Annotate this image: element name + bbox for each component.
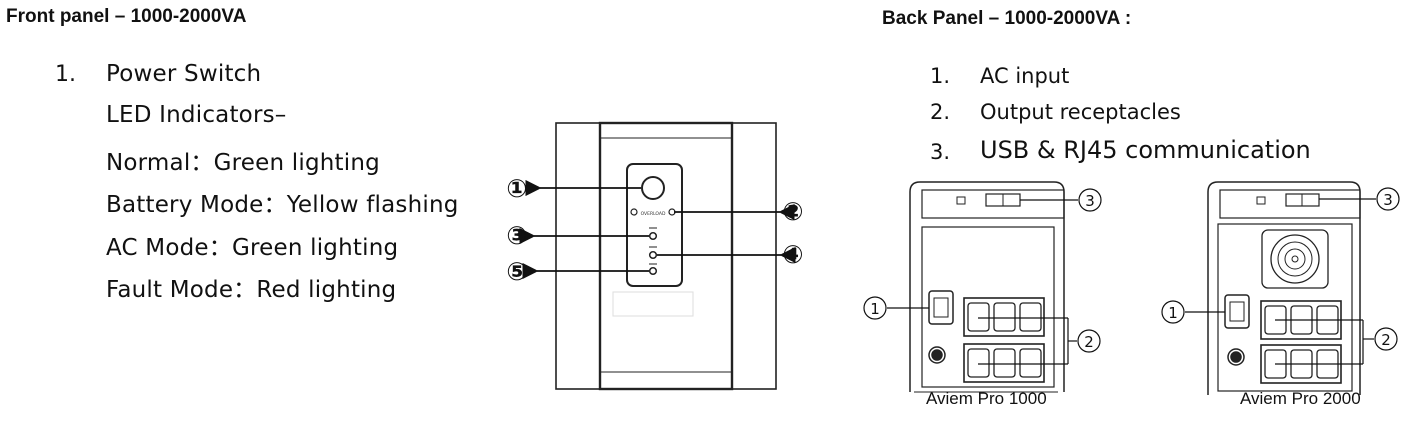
back-ups-1000 [909,181,1065,393]
front-callout-arrows [519,179,796,280]
overload-label: OVERLOAD [641,211,666,217]
back-item-number-3: 3. [930,140,951,164]
back-panel-heading: Back Panel – 1000-2000VA : [882,8,1132,29]
back-item-number-1: 1. [930,64,951,88]
front-panel-heading: Front panel – 1000-2000VA [6,6,247,27]
front-line-fault-mode: Fault Mode：Red lighting [106,277,397,303]
back-item-output-receptacles: Output receptacles [980,100,1181,124]
front-callout-3: ③ [506,221,527,250]
front-list-number: 1. [55,62,76,87]
front-line-ac-mode: AC Mode：Green lighting [106,235,399,261]
back-2000-callout-lines [1161,187,1400,365]
back-ups-2000 [1207,181,1361,395]
back-1000-callout-lines [863,188,1102,365]
back-item-ac-input: AC input [980,64,1070,88]
back-2000-callout-1: 1 [1168,304,1178,322]
front-line-normal: Normal：Green lighting [106,150,380,176]
front-callout-4: ④ [782,240,803,269]
back-1000-callout-2: 2 [1084,333,1094,351]
front-ups-unit [555,121,777,391]
back-2000-callout-3: 3 [1383,191,1393,209]
front-callout-5: ⑤ [506,257,527,286]
back-item-number-2: 2. [930,100,951,124]
front-line-battery-mode: Battery Mode：Yellow flashing [106,192,459,218]
front-callout-2: ② [782,197,803,226]
front-line-led-indicators: LED Indicators– [106,102,287,128]
back-1000-callout-1: 1 [870,300,880,318]
back-2000-callout-2: 2 [1381,331,1391,349]
back-1000-callout-3: 3 [1085,192,1095,210]
front-callout-1: ① [506,174,527,203]
model-label-1000: Aviem Pro 1000 [926,389,1047,408]
model-label-2000: Aviem Pro 2000 [1240,389,1361,408]
front-line-power-switch: Power Switch [106,61,262,87]
back-item-usb-rj45: USB & RJ45 communication [980,136,1311,164]
